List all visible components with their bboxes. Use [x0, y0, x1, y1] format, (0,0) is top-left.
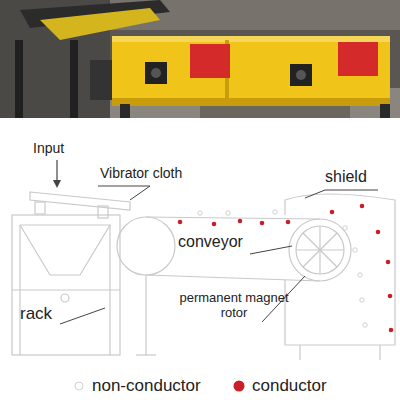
machine-photo [0, 0, 400, 118]
input-label: Input [33, 140, 64, 156]
legend-sample [72, 379, 86, 393]
legend-text: conductor [252, 376, 327, 396]
part-label: Vibrator cloth [100, 165, 182, 181]
part-label: conveyor [178, 233, 243, 251]
part-label: rack [20, 304, 52, 324]
conductor-particles [178, 204, 394, 333]
legend-item: non-conductor [72, 376, 201, 396]
legend-item: conductor [232, 376, 327, 396]
leader-lines [60, 186, 378, 324]
part-label: permanent magnet rotor [170, 291, 298, 321]
schematic-lines [12, 160, 395, 360]
part-label: shield [325, 168, 367, 186]
legend-text: non-conductor [92, 376, 201, 396]
legend-swatch [232, 379, 246, 393]
